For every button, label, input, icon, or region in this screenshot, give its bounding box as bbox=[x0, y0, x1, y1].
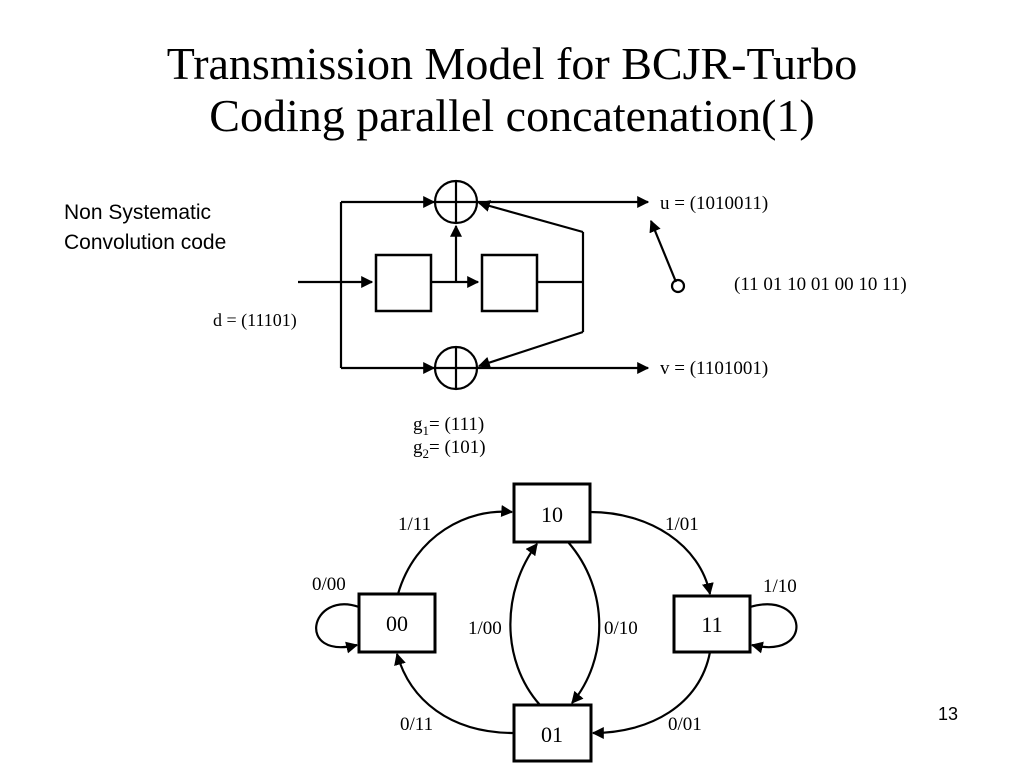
arc-10-to-01 bbox=[567, 541, 601, 704]
state-11-label: 11 bbox=[701, 612, 722, 637]
shift-register-2 bbox=[480, 253, 539, 313]
u-output-label: u = (1010011) bbox=[660, 193, 768, 214]
generator-g1: g1= (111) bbox=[413, 414, 484, 438]
transition-01-to-10-label: 1/00 bbox=[468, 618, 502, 639]
state-00-box bbox=[357, 592, 437, 654]
input-sequence-label: d = (11101) bbox=[213, 310, 297, 331]
caption-line-2: Convolution code bbox=[64, 231, 227, 254]
arc-01-to-10 bbox=[509, 543, 541, 706]
title-line-2: Coding parallel concatenation(1) bbox=[209, 90, 815, 141]
transition-11-to-01-label: 0/01 bbox=[668, 714, 702, 735]
state-00-label: 00 bbox=[386, 611, 408, 636]
switched-output-sequence: (11 01 10 01 00 10 11) bbox=[734, 274, 907, 295]
output-switch-lever bbox=[649, 219, 678, 283]
self-loop-11 bbox=[749, 603, 798, 654]
g2-base: g bbox=[413, 437, 423, 458]
g1-value: = (111) bbox=[429, 414, 484, 435]
output-switch-pivot bbox=[670, 278, 686, 294]
state-11-box bbox=[672, 594, 752, 654]
transition-10-to-11-label: 1/01 bbox=[665, 514, 699, 535]
title-line-1: Transmission Model for BCJR-Turbo bbox=[166, 38, 858, 89]
caption-line-1: Non Systematic bbox=[64, 201, 212, 224]
page-number: 13 bbox=[938, 704, 959, 724]
slide-title: Transmission Model for BCJR-Turbo Coding… bbox=[0, 38, 1024, 142]
self-loop-00 bbox=[315, 603, 360, 654]
v-output-label: v = (1101001) bbox=[660, 358, 768, 379]
arc-00-to-10 bbox=[396, 505, 514, 595]
convolutional-encoder bbox=[298, 179, 686, 391]
state-01-label: 01 bbox=[541, 722, 563, 747]
g1-base: g bbox=[413, 414, 423, 435]
state-diagram bbox=[315, 482, 798, 763]
arc-10-to-11 bbox=[589, 510, 714, 596]
code-type-caption: Non Systematic Convolution code bbox=[64, 198, 226, 258]
transition-00-to-10-label: 1/11 bbox=[398, 514, 431, 535]
bottom-xor-adder bbox=[433, 345, 479, 391]
transition-00-self-label: 0/00 bbox=[312, 574, 346, 595]
top-xor-adder bbox=[433, 179, 479, 225]
feedback-to-top-adder bbox=[477, 200, 584, 234]
feedback-to-bottom-adder bbox=[477, 330, 584, 369]
g2-subscript: 2 bbox=[423, 446, 430, 461]
transition-10-to-01-label: 0/10 bbox=[604, 618, 638, 639]
shift-register-1 bbox=[374, 253, 433, 313]
arc-01-to-00 bbox=[394, 652, 515, 735]
state-10-label: 10 bbox=[541, 502, 563, 527]
g2-value: = (101) bbox=[429, 437, 486, 458]
state-diagram-labels: 10 00 11 01 1/11 1/01 0/00 1/10 1/00 0/1… bbox=[312, 502, 797, 747]
transition-11-self-label: 1/10 bbox=[763, 576, 797, 597]
arc-11-to-01 bbox=[591, 651, 712, 739]
generator-g2: g2= (101) bbox=[413, 437, 486, 461]
transition-01-to-00-label: 0/11 bbox=[400, 714, 433, 735]
encoder-labels: d = (11101) u = (1010011) v = (1101001) … bbox=[213, 193, 907, 461]
g1-subscript: 1 bbox=[423, 423, 430, 438]
